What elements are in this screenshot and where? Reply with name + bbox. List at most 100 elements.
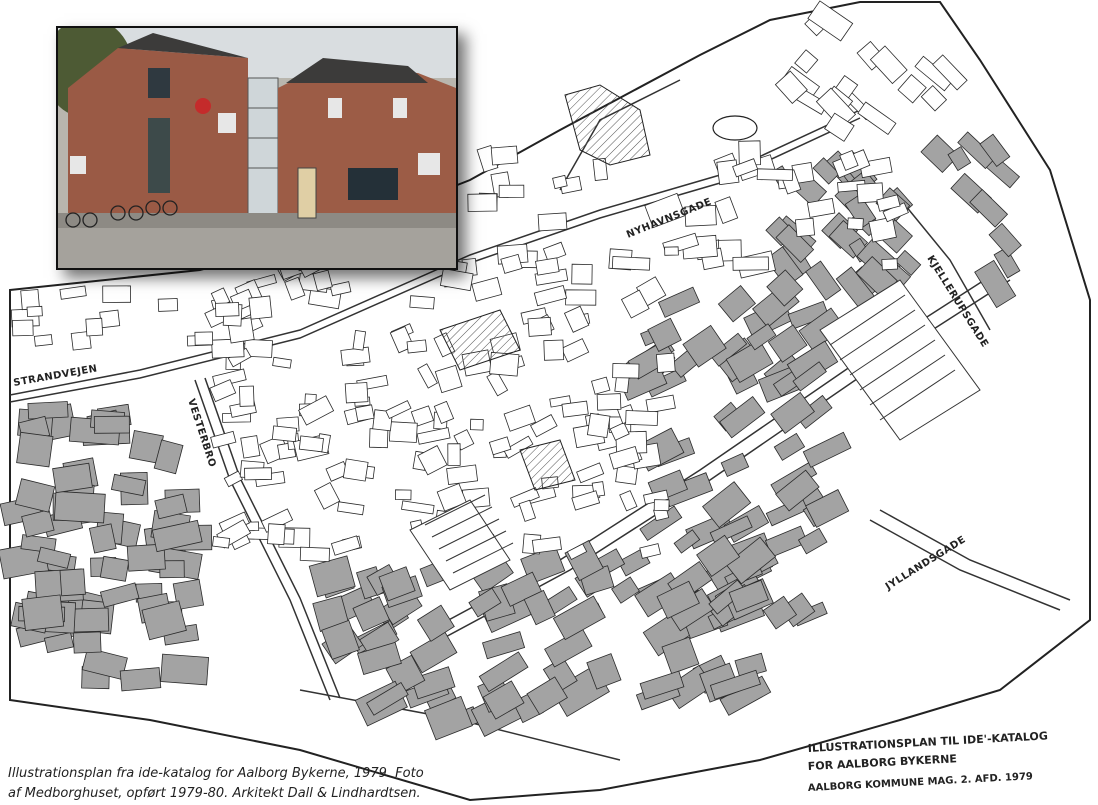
outlined-block: [471, 276, 503, 302]
gray-block: [969, 188, 1009, 228]
gray-block: [172, 578, 205, 611]
outlined-block: [596, 393, 622, 411]
outlined-block: [312, 269, 333, 292]
gray-block: [21, 509, 55, 538]
gray-block: [27, 401, 69, 420]
outlined-block: [807, 0, 854, 42]
outlined-block: [535, 257, 560, 276]
gray-block: [14, 478, 56, 513]
outlined-block: [500, 253, 523, 274]
outlined-block: [560, 338, 590, 363]
outlined-block: [732, 158, 759, 178]
gray-block: [99, 555, 130, 582]
gray-block: [682, 324, 727, 368]
gray-block: [702, 481, 752, 529]
gray-block: [988, 222, 1022, 258]
outlined-block: [839, 149, 859, 171]
outlined-block: [99, 309, 121, 329]
gray-block: [36, 546, 72, 569]
outlined-block: [446, 464, 479, 485]
gray-block: [974, 259, 1017, 309]
gray-block: [673, 529, 701, 554]
gray-block: [719, 396, 766, 439]
gray-block: [159, 560, 185, 579]
outlined-block: [410, 405, 435, 427]
gray-block: [720, 452, 750, 478]
outlined-block: [240, 435, 261, 459]
outlined-block: [756, 168, 794, 181]
outlined-block: [611, 256, 651, 271]
gray-block: [709, 332, 748, 367]
outlined-block: [608, 446, 641, 470]
gray-block: [478, 651, 529, 693]
gray-block: [792, 361, 827, 392]
hatched-buildings: [439, 84, 651, 491]
caption-line-1: Illustrationsplan fra ide-katalog for Aa…: [8, 766, 424, 781]
outlined-block: [518, 499, 537, 522]
outlined-block: [388, 421, 418, 443]
gray-block: [775, 469, 820, 512]
gray-block: [766, 269, 804, 307]
outlined-block: [352, 329, 367, 351]
gray-block: [523, 589, 556, 626]
outlined-block: [214, 302, 240, 318]
outlined-block: [26, 305, 43, 318]
gray-block: [153, 439, 184, 475]
outlined-block: [344, 382, 369, 404]
outlined-block: [531, 536, 562, 554]
gray-block: [773, 432, 806, 461]
gray-block: [709, 669, 762, 700]
outlined-block: [714, 196, 739, 225]
outlined-block: [210, 430, 237, 449]
outlined-block: [527, 316, 552, 337]
gray-block: [110, 473, 147, 497]
gray-block: [423, 695, 473, 741]
outlined-block: [503, 435, 534, 459]
outlined-block: [434, 364, 463, 394]
gray-block: [661, 636, 700, 675]
building-photo-icon: [58, 28, 456, 268]
outlined-block: [639, 543, 661, 559]
outlined-block: [503, 404, 537, 432]
outlined-block: [644, 192, 686, 229]
gray-block: [482, 680, 525, 720]
outlined-block: [847, 217, 864, 231]
gray-block: [366, 681, 409, 716]
gray-block: [126, 543, 166, 572]
outlined-block: [59, 285, 87, 300]
outlined-block: [299, 546, 331, 563]
outlined-block: [248, 295, 273, 320]
outlined-block: [272, 356, 292, 369]
gray-block: [16, 431, 54, 468]
outlined-block: [653, 499, 670, 512]
gray-block: [93, 415, 130, 434]
gray-block: [728, 579, 769, 613]
outlined-block: [897, 74, 927, 104]
outlined-block: [868, 216, 897, 243]
outlined-block: [447, 443, 461, 466]
gray-block: [160, 653, 210, 686]
outlined-block: [467, 193, 498, 212]
gray-block: [416, 604, 455, 642]
gray-block: [812, 157, 840, 185]
outlined-block: [566, 543, 588, 561]
outlined-block: [824, 112, 855, 142]
gray-block: [717, 285, 756, 323]
gray-block: [657, 286, 701, 318]
gray-block: [639, 670, 685, 700]
outlined-block: [469, 418, 484, 431]
outlined-block: [609, 422, 630, 441]
gray-block: [947, 146, 972, 172]
gray-block: [725, 536, 777, 585]
figure-caption: Illustrationsplan fra ide-katalog for Aa…: [8, 764, 508, 804]
outlined-block: [70, 330, 92, 351]
outlined-block: [620, 289, 650, 319]
caption-line-2: af Medborghuset, opført 1979-80. Arkitek…: [8, 786, 421, 801]
outlined-block: [684, 204, 717, 227]
outlined-block: [732, 256, 769, 271]
outlined-block: [271, 425, 298, 443]
outlined-block: [932, 54, 968, 91]
outlined-block: [354, 404, 375, 422]
medborghuset-photo: [56, 26, 458, 270]
